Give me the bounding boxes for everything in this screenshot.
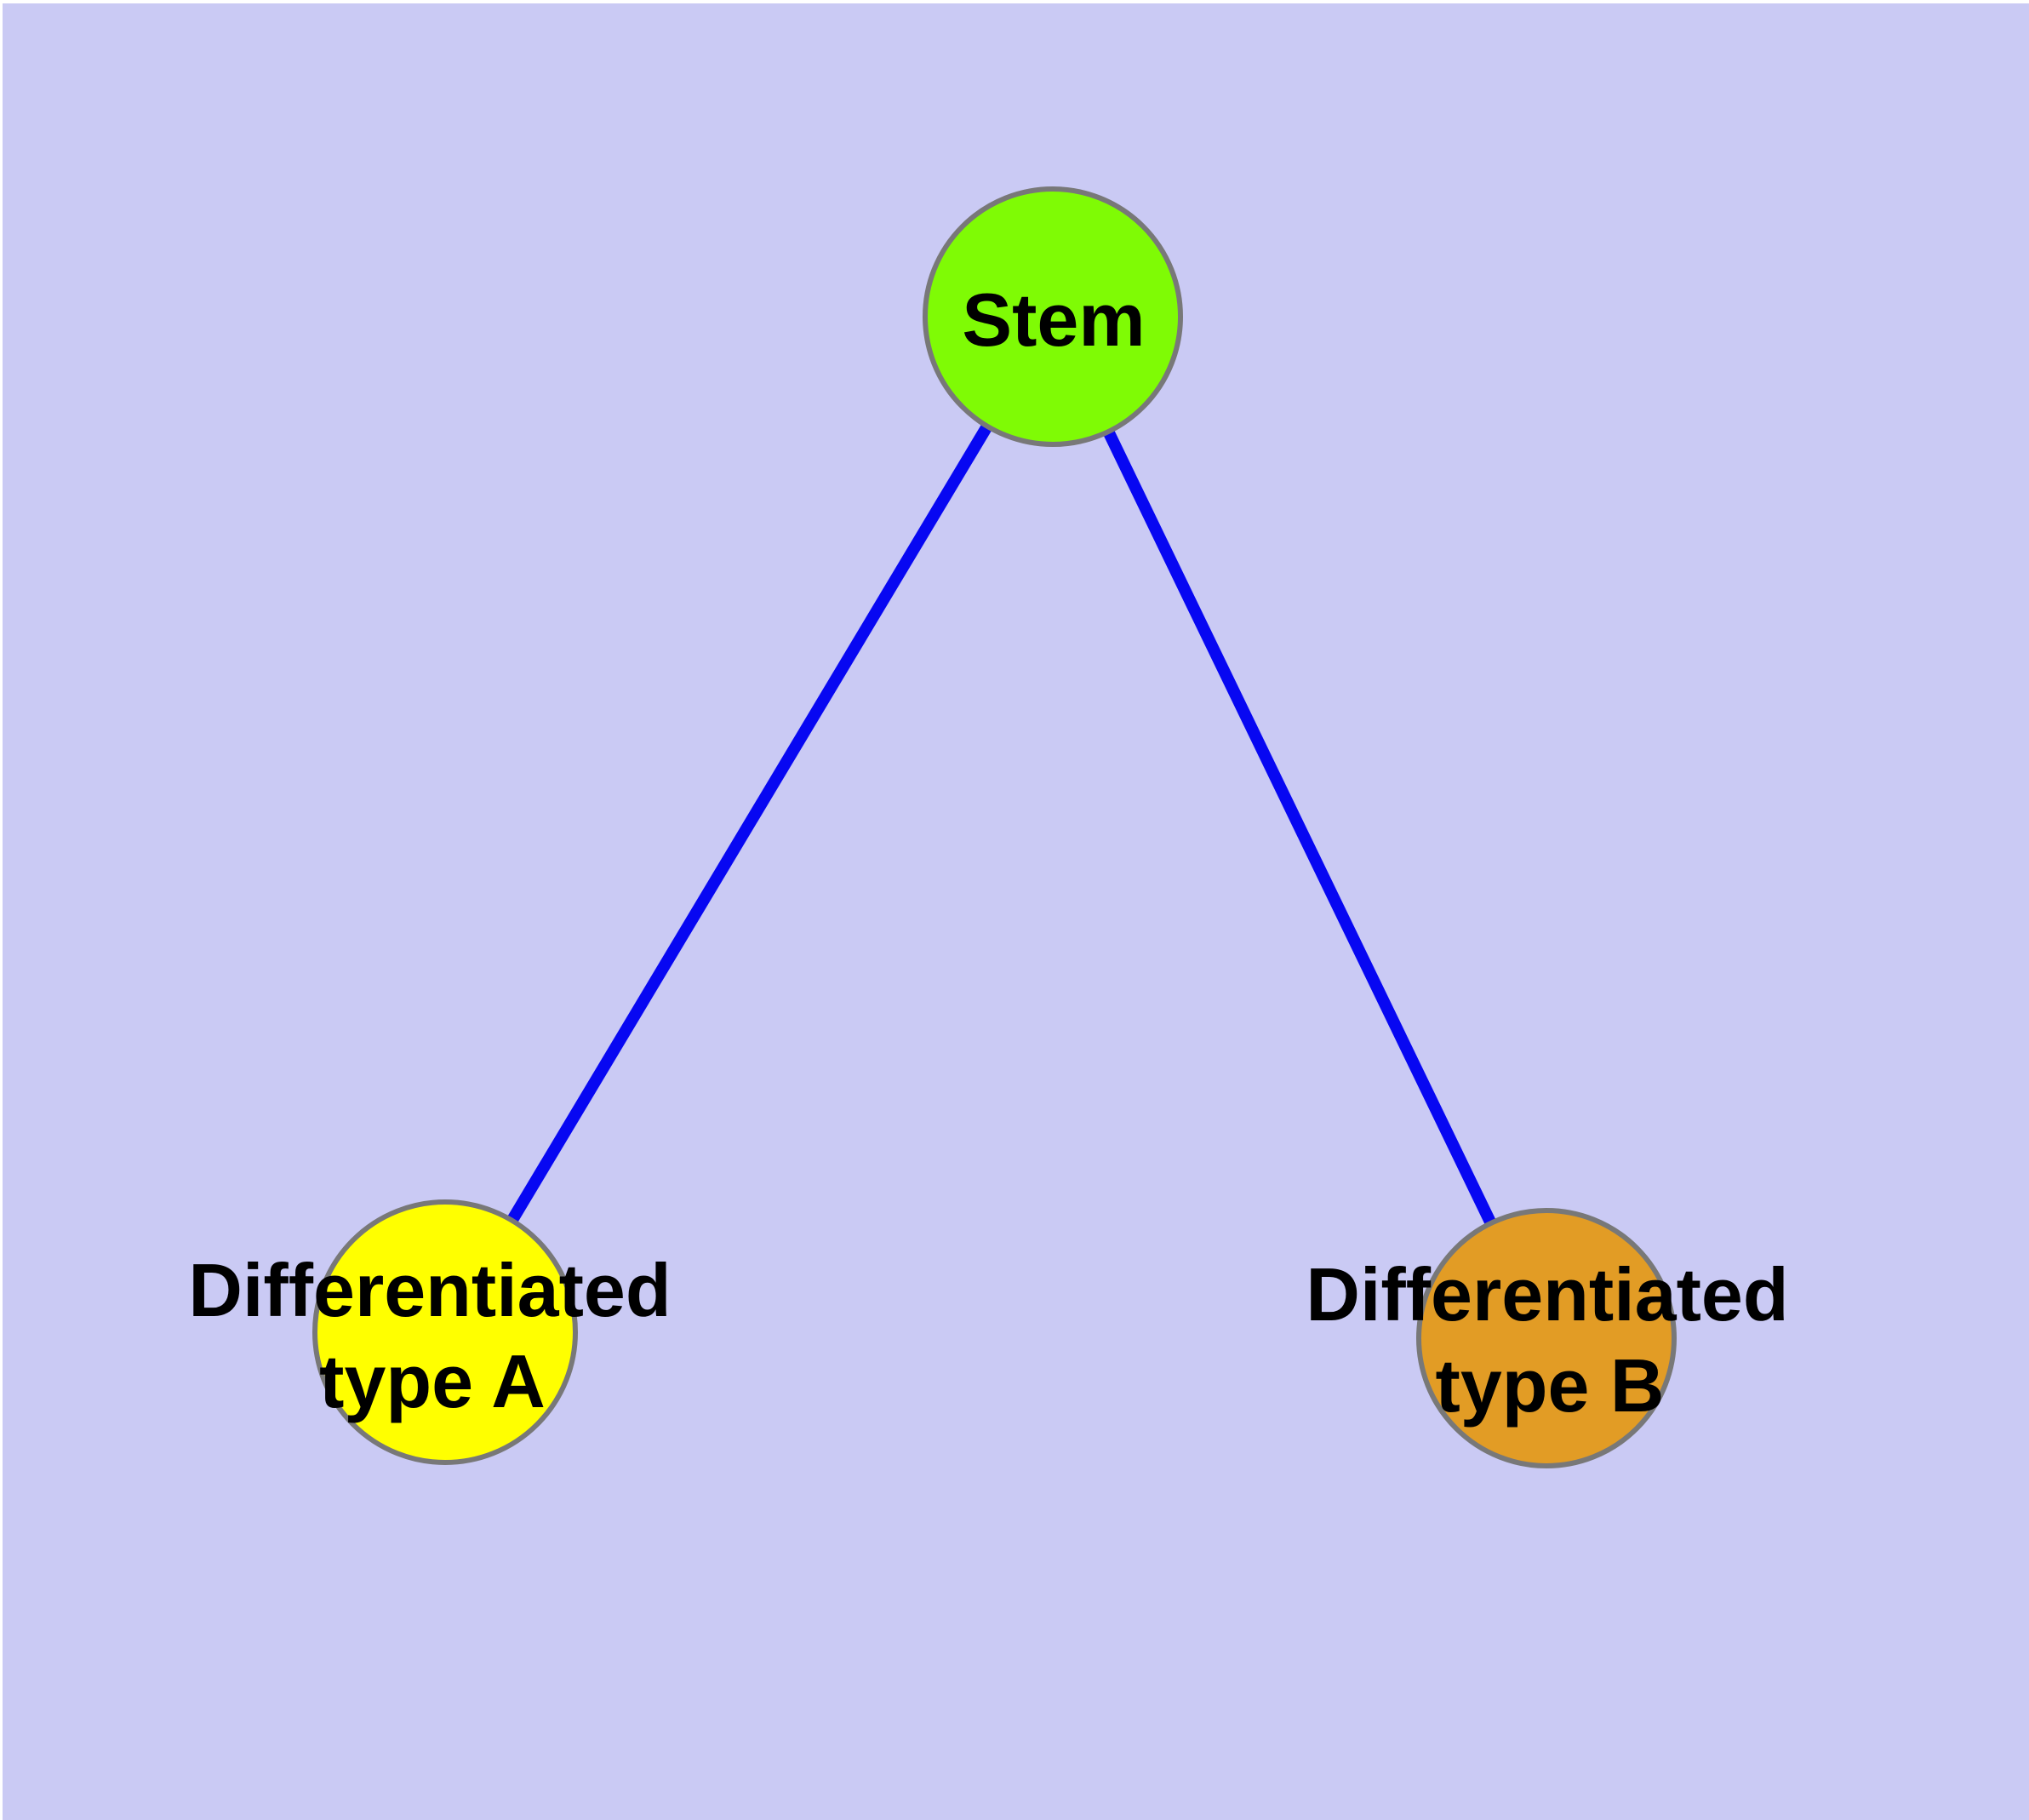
node-stem-circle bbox=[923, 186, 1183, 447]
node-differentiated-type-a: Differentiated type A bbox=[188, 1199, 672, 1465]
edge-stem-to-type-b bbox=[1047, 313, 1552, 1342]
node-type-b-label-line-1: Differentiated bbox=[1306, 1252, 1788, 1336]
node-stem-label: Stem bbox=[962, 278, 1145, 362]
node-type-b-label-line-2: type B bbox=[1436, 1343, 1665, 1428]
node-type-a-label-line-2: type A bbox=[319, 1339, 546, 1423]
node-type-a-circle bbox=[312, 1199, 578, 1465]
edge-stem-to-type-a bbox=[439, 313, 1059, 1336]
node-type-a-label-line-1: Differentiated bbox=[188, 1248, 671, 1332]
node-differentiated-type-b: Differentiated type B bbox=[1306, 1208, 1789, 1468]
node-stem: Stem bbox=[923, 186, 1183, 447]
node-type-b-circle bbox=[1416, 1208, 1677, 1468]
